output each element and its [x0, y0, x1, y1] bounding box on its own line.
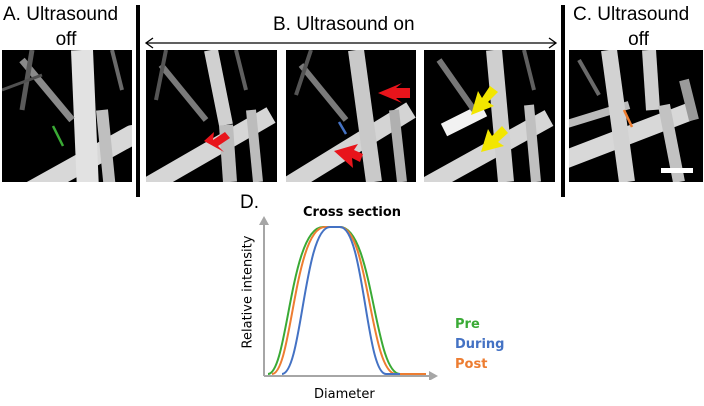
double-arrow-icon — [144, 37, 558, 49]
yellow-arrow-icon — [481, 126, 508, 152]
graph-label: D. — [240, 192, 259, 213]
image-panel-b2 — [286, 50, 416, 182]
panel-a-title-line2: off — [55, 29, 77, 50]
panel-c-title-line2: off — [628, 29, 649, 50]
x-axis-arrow-icon — [429, 371, 438, 380]
image-panel-b3 — [424, 50, 555, 182]
curve-pre — [267, 226, 412, 375]
curve-post — [271, 226, 426, 375]
yellow-arrow-icon — [471, 86, 498, 115]
y-axis-label: Relative intensity — [240, 235, 256, 349]
red-arrow-icon — [334, 144, 363, 168]
red-arrow-icon — [204, 132, 230, 152]
legend-pre: Pre — [455, 317, 480, 332]
panel-b-title: B. Ultrasound on — [273, 14, 415, 35]
cross-section-marker — [622, 109, 634, 128]
right-divider — [561, 5, 565, 197]
panel-c-title-line1: C. Ultrasound — [573, 4, 690, 25]
red-arrow-icon — [378, 83, 410, 103]
scale-bar — [661, 168, 693, 173]
image-panel-b1 — [146, 50, 277, 182]
x-axis-label: Diameter — [314, 387, 375, 402]
graph-title: Cross section — [303, 205, 402, 220]
panel-a-title-line1: A. Ultrasound — [3, 4, 119, 25]
cross-section-graph — [259, 216, 438, 380]
image-panel-c — [569, 50, 703, 182]
legend-during: During — [455, 337, 505, 352]
legend-post: Post — [455, 357, 488, 372]
cross-section-marker — [51, 125, 65, 147]
y-axis-arrow-icon — [259, 216, 269, 225]
image-panel-a — [2, 50, 132, 182]
curve-during — [281, 226, 400, 375]
left-divider — [136, 5, 140, 197]
cross-section-marker — [337, 121, 348, 135]
